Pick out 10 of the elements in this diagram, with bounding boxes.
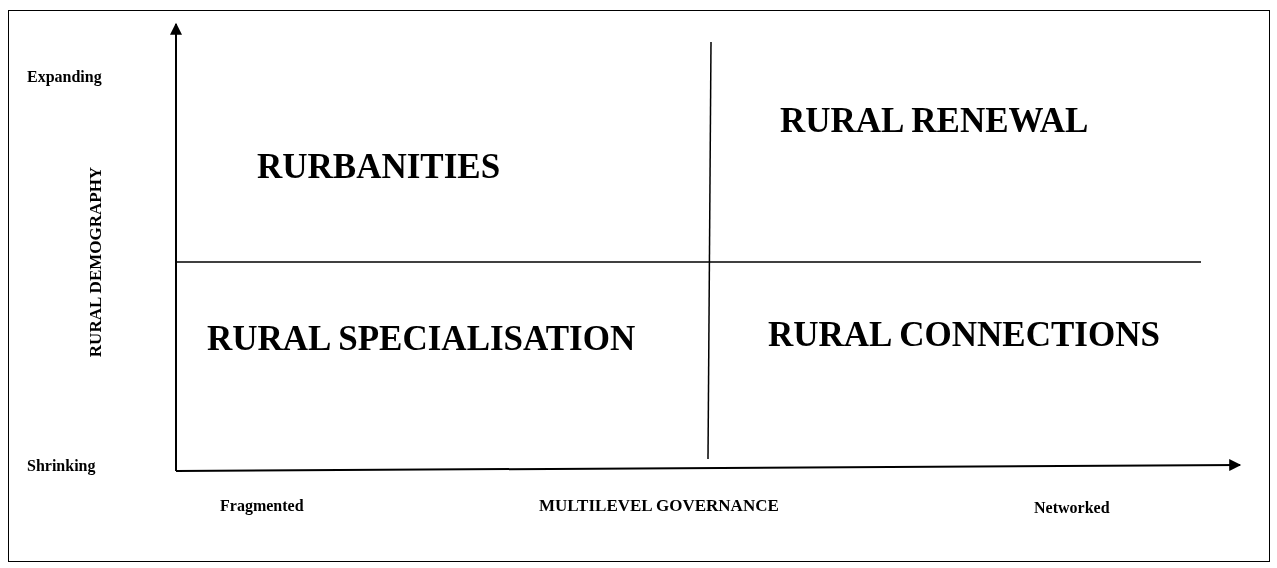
axis-end-label: Expanding — [27, 69, 102, 85]
axis-title: RURAL DEMOGRAPHY — [86, 166, 104, 358]
quadrant-label: RURAL RENEWAL — [780, 103, 1089, 138]
quadrant-label: RURAL SPECIALISATION — [207, 321, 636, 356]
quadrant-label: RURBANITIES — [257, 149, 501, 184]
axis-title: MULTILEVEL GOVERNANCE — [539, 497, 779, 514]
axis-end-label: Networked — [1034, 500, 1110, 516]
quadrant-label: RURAL CONNECTIONS — [768, 317, 1160, 352]
axis-end-label: Shrinking — [27, 458, 96, 474]
axis-end-label: Fragmented — [220, 498, 304, 514]
